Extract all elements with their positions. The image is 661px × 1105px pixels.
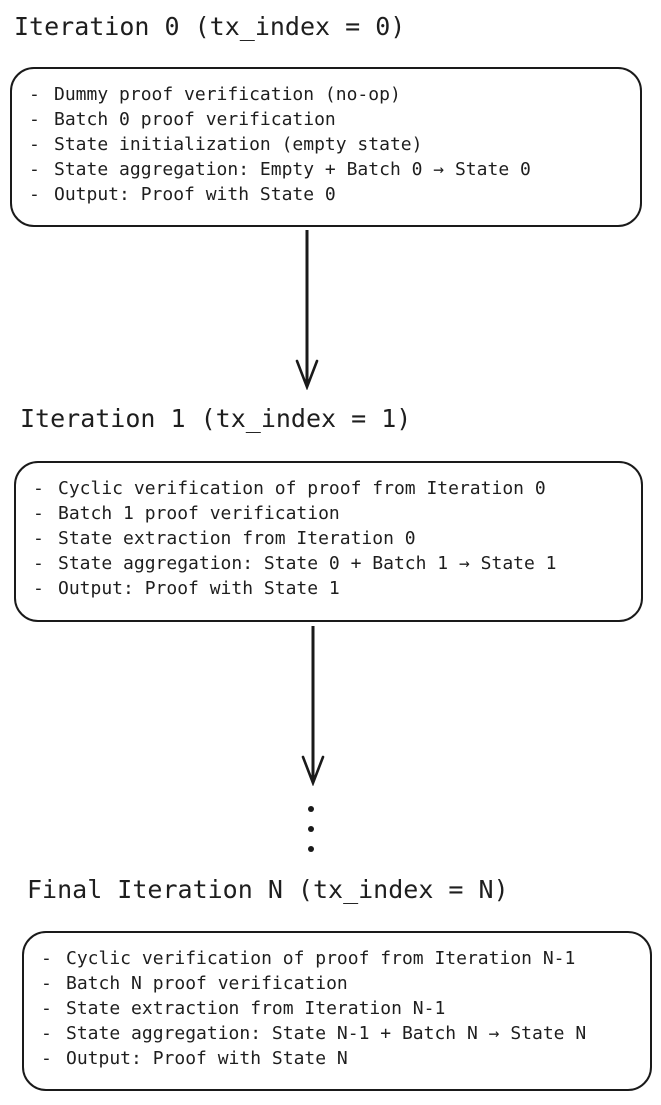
vertical-ellipsis-icon [308,806,314,852]
section-title-iteration-0: Iteration 0 (tx_index = 0) [14,12,406,41]
box-item: - Batch 1 proof verification [33,501,627,526]
box-item: - Output: Proof with State 0 [29,182,626,207]
box-item-text: State initialization (empty state) [54,134,423,155]
ellipsis-dot [308,806,314,812]
bullet-dash: - [29,109,40,130]
box-item-text: Output: Proof with State 0 [54,184,336,205]
box-item-text: Output: Proof with State 1 [58,578,340,599]
box-item-text: State aggregation: Empty + Batch 0 → Sta… [54,159,531,180]
box-item: - Output: Proof with State 1 [33,576,627,601]
box-item: - State initialization (empty state) [29,132,626,157]
box-item: - Dummy proof verification (no-op) [29,82,626,107]
step-box-iteration-0: - Dummy proof verification (no-op) - Bat… [10,67,642,227]
bullet-dash: - [29,184,40,205]
bullet-dash: - [29,134,40,155]
box-item: - State aggregation: State 0 + Batch 1 →… [33,551,627,576]
box-item: - State extraction from Iteration N-1 [41,996,636,1021]
box-item: - State aggregation: State N-1 + Batch N… [41,1021,636,1046]
bullet-dash: - [29,159,40,180]
box-item-text: Output: Proof with State N [66,1048,348,1069]
bullet-dash: - [41,948,52,969]
bullet-dash: - [33,578,44,599]
bullet-dash: - [33,553,44,574]
box-item-text: State aggregation: State N-1 + Batch N →… [66,1023,587,1044]
box-item: - Output: Proof with State N [41,1046,636,1071]
down-arrow-icon [301,626,325,786]
ellipsis-dot [308,846,314,852]
box-item-text: Cyclic verification of proof from Iterat… [66,948,576,969]
bullet-dash: - [41,1048,52,1069]
box-item-text: Cyclic verification of proof from Iterat… [58,478,546,499]
bullet-dash: - [41,973,52,994]
box-item: - Batch N proof verification [41,971,636,996]
box-item: - State extraction from Iteration 0 [33,526,627,551]
step-box-final-iteration: - Cyclic verification of proof from Iter… [22,931,652,1091]
box-item: - Cyclic verification of proof from Iter… [33,476,627,501]
bullet-dash: - [41,998,52,1019]
box-item-text: Batch 0 proof verification [54,109,336,130]
down-arrow-icon [295,230,319,390]
box-item: - Cyclic verification of proof from Iter… [41,946,636,971]
box-item-text: Dummy proof verification (no-op) [54,84,401,105]
section-title-final-iteration: Final Iteration N (tx_index = N) [27,875,509,904]
box-item-text: State extraction from Iteration 0 [58,528,416,549]
ellipsis-dot [308,826,314,832]
bullet-dash: - [41,1023,52,1044]
section-title-iteration-1: Iteration 1 (tx_index = 1) [20,404,412,433]
box-item: - Batch 0 proof verification [29,107,626,132]
bullet-dash: - [33,528,44,549]
box-item-text: Batch 1 proof verification [58,503,340,524]
bullet-dash: - [33,478,44,499]
step-box-iteration-1: - Cyclic verification of proof from Iter… [14,461,643,622]
bullet-dash: - [33,503,44,524]
box-item: - State aggregation: Empty + Batch 0 → S… [29,157,626,182]
bullet-dash: - [29,84,40,105]
box-item-text: Batch N proof verification [66,973,348,994]
box-item-text: State aggregation: State 0 + Batch 1 → S… [58,553,557,574]
box-item-text: State extraction from Iteration N-1 [66,998,446,1019]
